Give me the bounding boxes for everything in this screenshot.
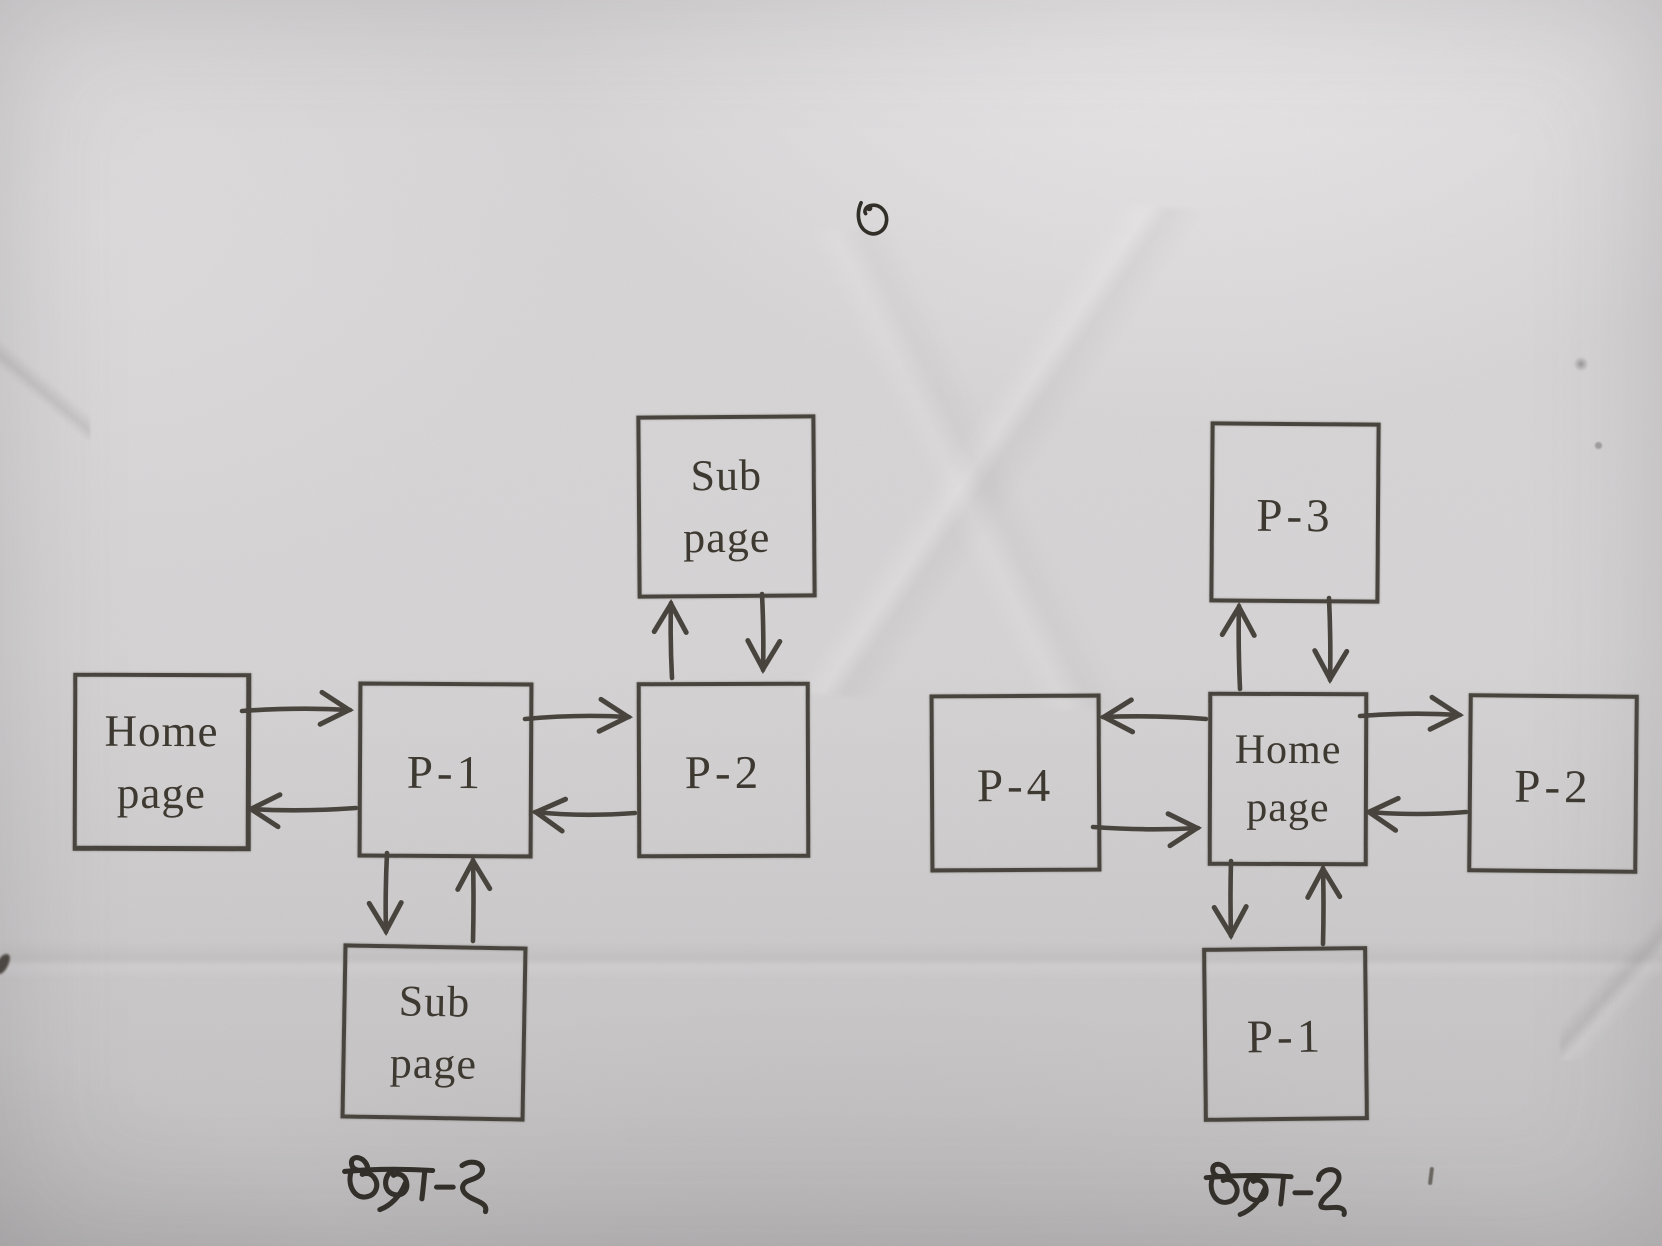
fig2-p2-box: P-2 [1467, 693, 1639, 874]
fig1-p2-label: P-2 [684, 746, 763, 800]
paper-speck [1574, 356, 1588, 372]
paper-speck [1595, 442, 1602, 449]
fig1-p1-box: P-1 [357, 681, 534, 859]
fig2-p3-label: P-3 [1256, 489, 1334, 542]
fig1-sub-page-bottom-line2: page [389, 1037, 478, 1089]
fig2-home-page-label-line2: page [1246, 784, 1330, 832]
fig2-p2-label: P-2 [1514, 760, 1592, 813]
fig2-home-page-box: Home page [1207, 691, 1369, 867]
fig1-p2-box: P-2 [636, 681, 811, 859]
page-number-bengali-3 [852, 196, 892, 244]
fig1-sub-page-bottom-line1: Sub [398, 975, 471, 1027]
arrow-fig1-home-to-p1 [239, 689, 355, 727]
fig2-p1-box: P-1 [1202, 946, 1369, 1122]
fig2-p4-label: P-4 [976, 759, 1055, 813]
arrow-fig2-p2-to-home [1363, 795, 1469, 833]
fig1-sub-page-top-box: Sub page [636, 414, 817, 599]
fig1-home-page-box: Home page [72, 672, 252, 852]
arrow-fig2-p1-to-home [1305, 863, 1343, 947]
fig2-p3-box: P-3 [1209, 421, 1381, 604]
arrow-fig2-home-to-p1 [1211, 858, 1249, 941]
arrow-fig2-home-to-p4 [1098, 697, 1209, 735]
arrow-fig2-p3-to-home [1312, 595, 1350, 685]
arrow-fig2-p4-to-home [1090, 811, 1203, 849]
fig2-p4-box: P-4 [929, 693, 1102, 873]
arrow-fig1-p2-to-p1 [530, 796, 638, 834]
arrow-fig2-home-to-p3 [1219, 601, 1257, 692]
arrow-fig1-p1-to-home [245, 792, 359, 830]
fig1-home-page-label-line1: Home [104, 705, 219, 756]
arrow-fig1-p1-to-subbottom [366, 850, 404, 937]
fig2-caption [1200, 1155, 1352, 1240]
fig1-caption [338, 1148, 496, 1236]
arrow-fig1-p1-to-p2 [522, 696, 634, 734]
fig1-home-page-label-line2: page [116, 767, 206, 818]
fig2-home-page-label-line1: Home [1234, 726, 1342, 774]
fig2-p1-label: P-1 [1246, 1010, 1325, 1064]
arrow-fig1-subbottom-to-p1 [455, 855, 493, 944]
arrow-fig2-home-to-p2 [1357, 694, 1465, 732]
arrow-fig1-p2-to-subtop [651, 598, 689, 681]
fig1-sub-page-top-line2: page [683, 512, 771, 562]
fig1-sub-page-bottom-box: Sub page [340, 943, 528, 1122]
arrow-fig1-subtop-to-p2 [745, 591, 783, 675]
fig1-p1-label: P-1 [406, 746, 485, 800]
fig1-sub-page-top-line1: Sub [690, 450, 763, 500]
